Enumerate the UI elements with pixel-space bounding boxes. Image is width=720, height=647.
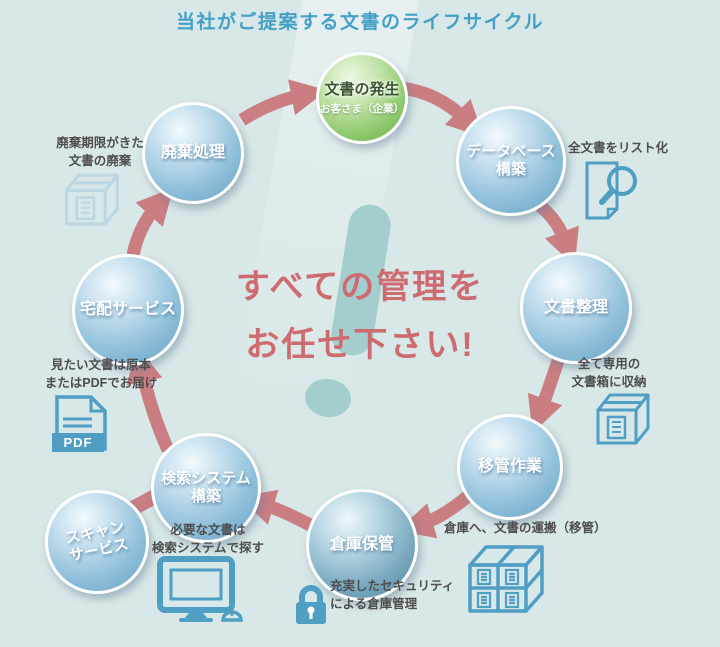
annotation-line: 充実したセキュリティ — [330, 579, 455, 593]
arrow-search-to-delivery — [126, 345, 174, 453]
node-label: データベース — [466, 143, 556, 160]
slogan-line2: お任せ下さい! — [245, 326, 475, 364]
annotation-search: 必要な文書は 検索システムで探す — [146, 521, 270, 557]
page-title: 当社がご提案する文書のライフサイクル — [175, 12, 545, 33]
node-scan-service: スキャンサービス — [45, 490, 149, 594]
node-warehouse-storage: 倉庫保管 — [306, 489, 418, 601]
annotation-line: による倉庫管理 — [330, 597, 418, 612]
node-label: 検索システム — [161, 470, 251, 487]
node-label: 宅配サービス — [79, 301, 176, 319]
annotation-storage-box: 全て専用の 文書箱に収納 — [550, 355, 668, 391]
arrow-delivery-to-disposal — [126, 187, 174, 257]
annotation-line: 検索システムで探す — [151, 541, 265, 556]
node-label-line2: 構築 — [190, 488, 221, 505]
node-label: 廃棄処理 — [160, 144, 225, 162]
annotation-line: 廃棄期限がきた — [56, 136, 144, 150]
annotation-line: 全文書をリスト化 — [568, 141, 669, 155]
arrow-transfer-to-storage — [397, 491, 473, 539]
node-label: 文書の発生 — [324, 80, 400, 98]
annotation-disposal: 廃棄期限がきた 文書の廃棄 — [52, 134, 148, 170]
node-document-sorting: 文書整理 — [520, 252, 632, 364]
document-search-icon — [585, 161, 637, 220]
annotation-line: 倉庫へ、文書の運搬（移管） — [444, 521, 607, 535]
annotation-line: 必要な文書は — [170, 523, 246, 537]
annotation-database-list: 全文書をリスト化 — [568, 139, 668, 157]
annotation-pdf-delivery: 見たい文書は原本 またはPDFでお届け — [36, 356, 166, 392]
annotation-line: またはPDFでお届け — [44, 376, 158, 391]
node-search-system: 検索システム 構築 — [151, 433, 261, 543]
node-label-line2: 構築 — [495, 161, 526, 178]
node-label: 文書整理 — [543, 299, 608, 317]
center-slogan: すべての管理を お任せ下さい! — [165, 258, 555, 374]
node-sublabel: お客さま（企業） — [320, 102, 404, 115]
node-label: 移管作業 — [477, 458, 542, 476]
storage-box-icon — [596, 393, 650, 445]
node-transfer-work: 移管作業 — [457, 414, 563, 520]
node-document-generation: 文書の発生 お客さま（企業） — [316, 52, 408, 144]
disposal-box-icon — [64, 173, 119, 226]
node-label: スキャンサービス — [64, 518, 130, 566]
lock-icon — [296, 585, 326, 624]
arrow-disposal-to-generation — [238, 79, 328, 126]
node-label: 倉庫保管 — [329, 536, 394, 554]
annotation-security: 充実したセキュリティ による倉庫管理 — [330, 577, 454, 613]
node-disposal-processing: 廃棄処理 — [142, 102, 244, 204]
computer-icon — [157, 556, 243, 622]
arrow-database-to-sorting — [535, 200, 579, 267]
annotation-transport: 倉庫へ、文書の運搬（移管） — [444, 519, 607, 537]
annotation-line: 文書箱に収納 — [571, 375, 647, 390]
node-delivery-service: 宅配サービス — [72, 254, 184, 366]
node-database-construction: データベース 構築 — [456, 106, 566, 216]
annotation-line: 全て専用の — [577, 357, 641, 371]
arrow-generation-to-database — [399, 81, 484, 138]
pdf-label: PDF — [52, 433, 104, 452]
warehouse-shelf-icon — [468, 545, 544, 613]
annotation-line: 文書の廃棄 — [68, 154, 132, 169]
annotation-line: 見たい文書は原本 — [50, 358, 151, 372]
slogan-line1: すべての管理を — [235, 268, 485, 306]
